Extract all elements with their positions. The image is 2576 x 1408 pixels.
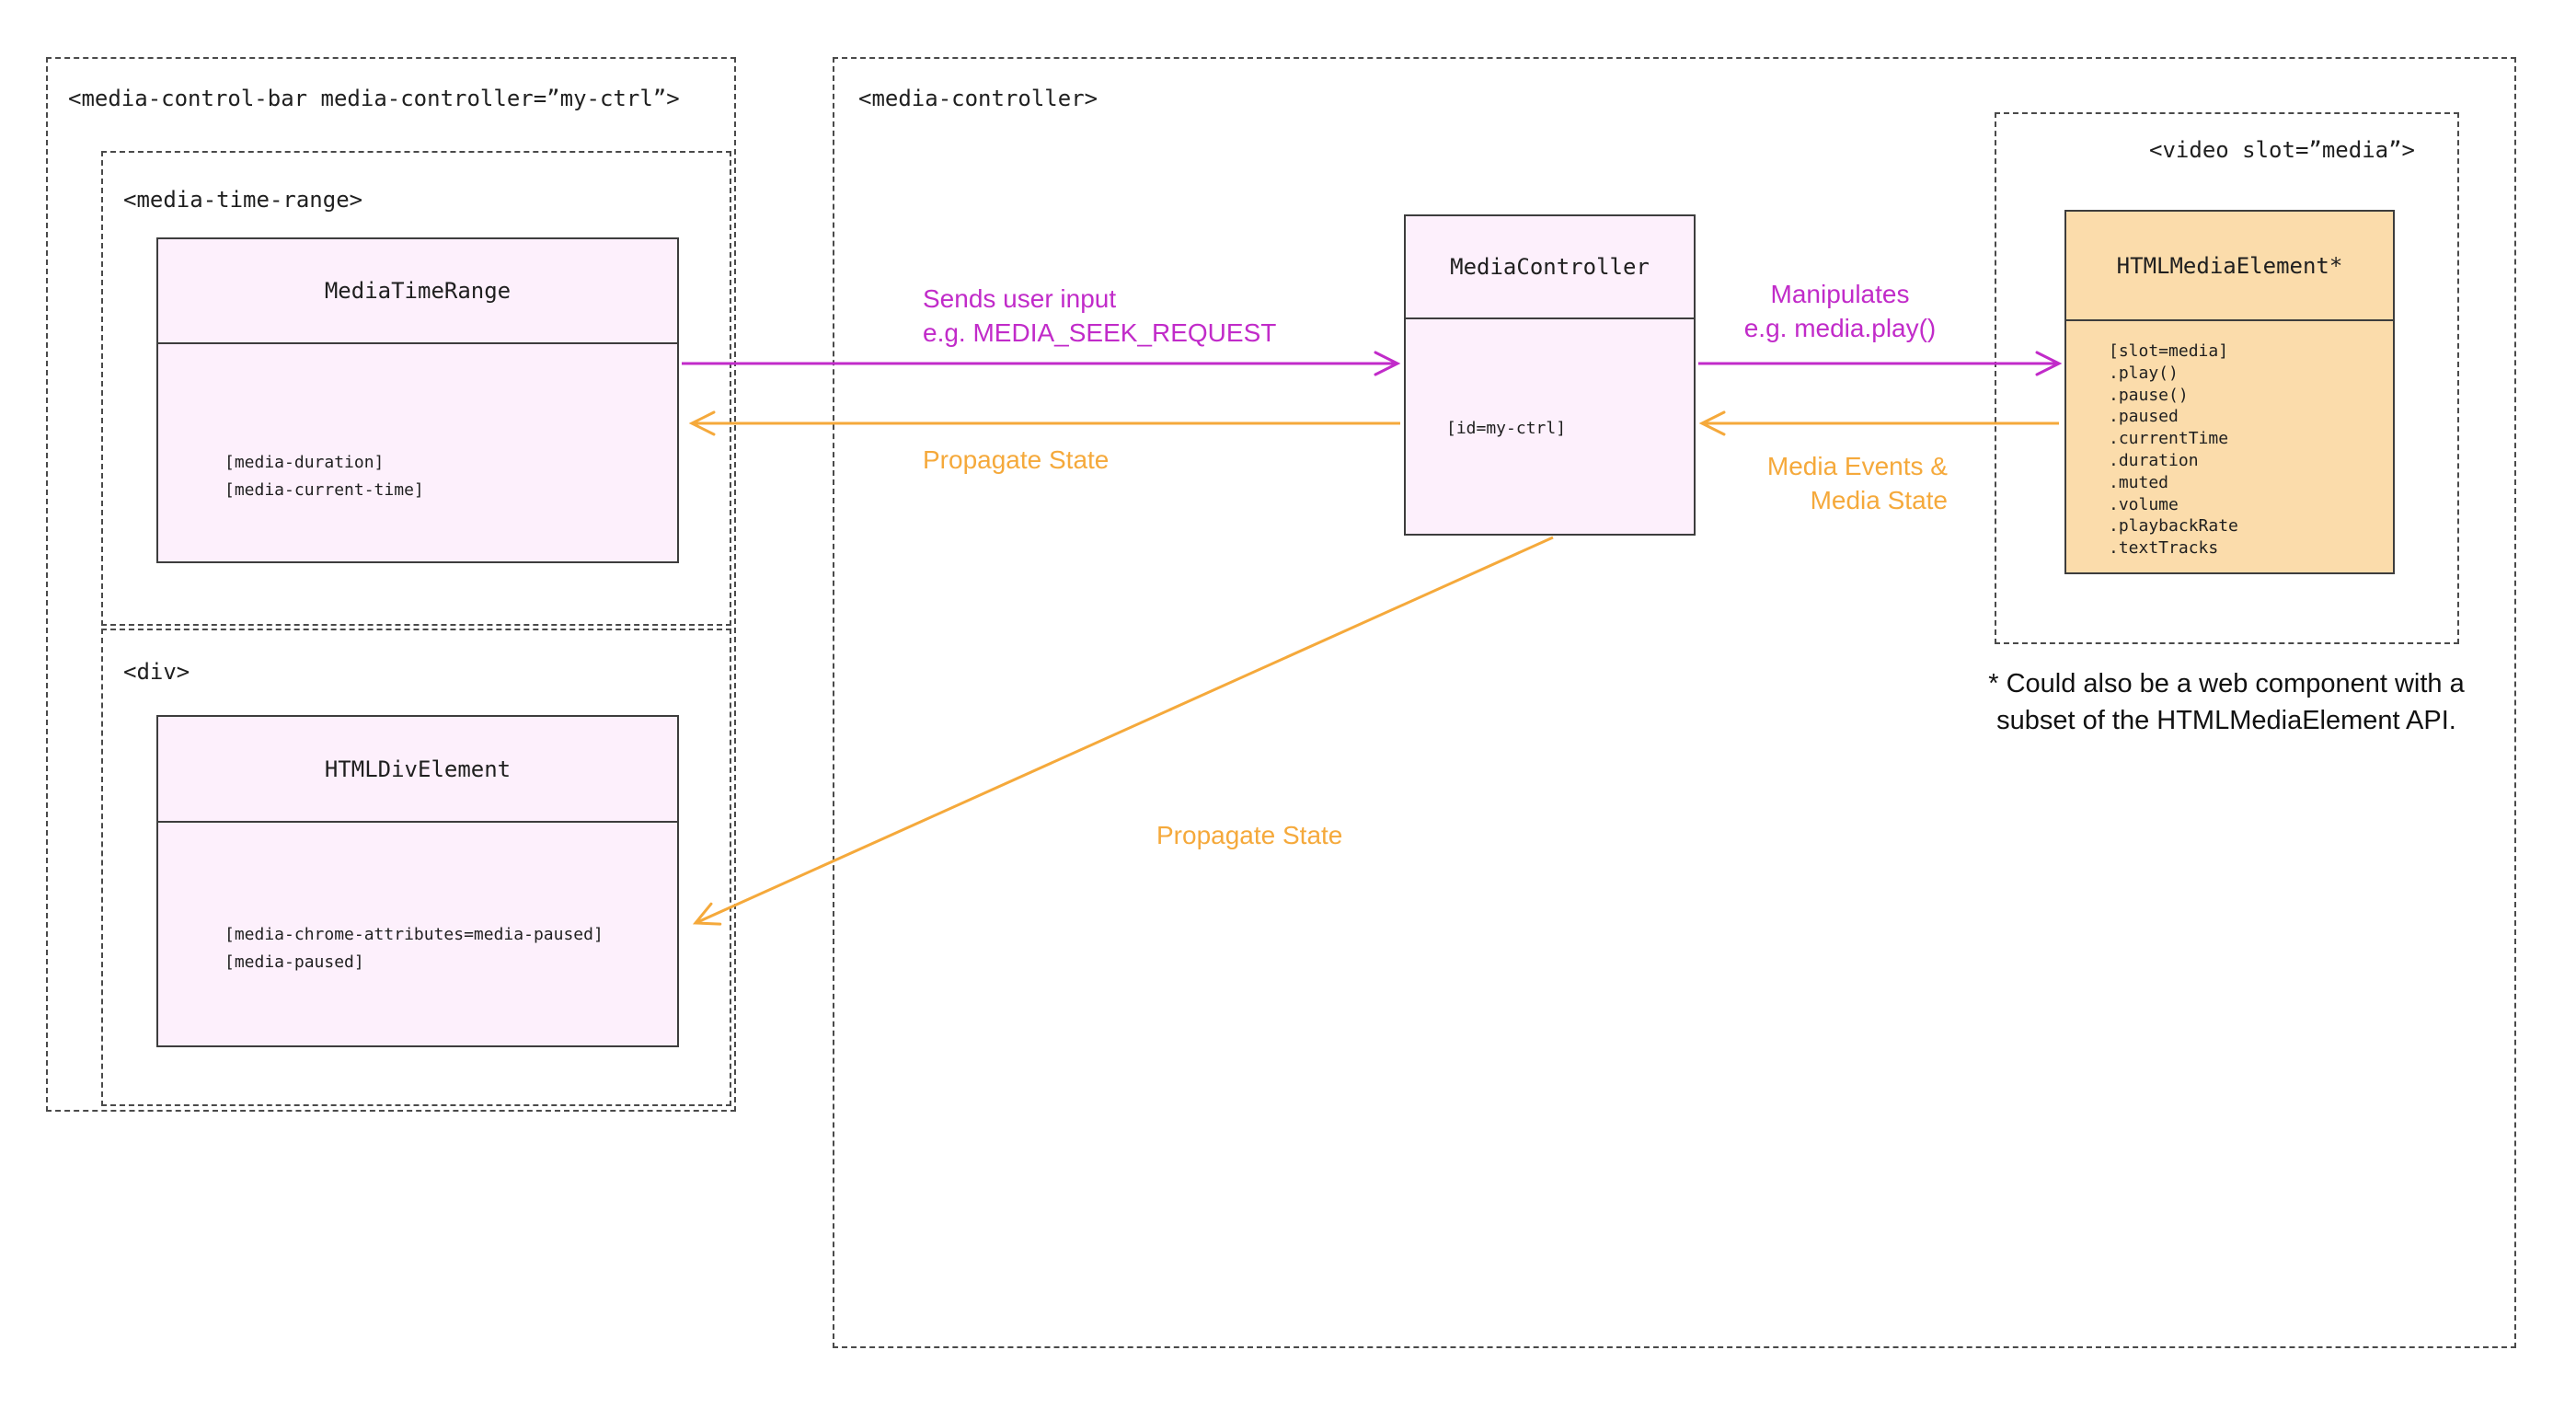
html-media-element-class-title: HTMLMediaElement* — [2066, 212, 2393, 321]
media-controller-class-title: MediaController — [1406, 216, 1694, 319]
media-time-range-class-title: MediaTimeRange — [158, 239, 677, 344]
media-control-bar-label: <media-control-bar media-controller=”my-… — [68, 86, 680, 111]
html-div-element-class-box: HTMLDivElement [media-chrome-attributes=… — [156, 715, 679, 1047]
html-div-element-class-attributes: [media-chrome-attributes=media-paused] [… — [224, 925, 604, 972]
propagate-state-diagonal-label: Propagate State — [1156, 821, 1343, 849]
video-slot-group: <video slot=”media”> — [1995, 112, 2459, 644]
media-controller-class-attributes: [id=my-ctrl] — [1446, 419, 1567, 438]
div-label: <div> — [123, 659, 190, 685]
video-slot-label: <video slot=”media”> — [2149, 137, 2415, 163]
media-time-range-label: <media-time-range> — [123, 187, 363, 213]
media-controller-label: <media-controller> — [858, 86, 1098, 111]
media-time-range-group: <media-time-range> — [101, 151, 731, 626]
media-events-state-label: Media Events & Media State — [1766, 452, 1948, 514]
html-media-element-class-attributes: [slot=media] .play() .pause() .paused .c… — [2109, 341, 2238, 559]
media-time-range-class-attributes: [media-duration] [media-current-time] — [224, 453, 424, 500]
propagate-state-left-label: Propagate State — [923, 445, 1110, 474]
media-time-range-class-box: MediaTimeRange [media-duration] [media-c… — [156, 237, 679, 563]
footnote: * Could also be a web component with a s… — [1988, 669, 2465, 735]
manipulates-label: Manipulates e.g. media.play() — [1743, 280, 1937, 342]
html-div-element-class-title: HTMLDivElement — [158, 717, 677, 823]
media-controller-class-box: MediaController [id=my-ctrl] — [1404, 214, 1696, 536]
html-media-element-class-box: HTMLMediaElement* [slot=media] .play() .… — [2064, 210, 2395, 574]
sends-user-input-label: Sends user input e.g. MEDIA_SEEK_REQUEST — [923, 284, 1277, 347]
